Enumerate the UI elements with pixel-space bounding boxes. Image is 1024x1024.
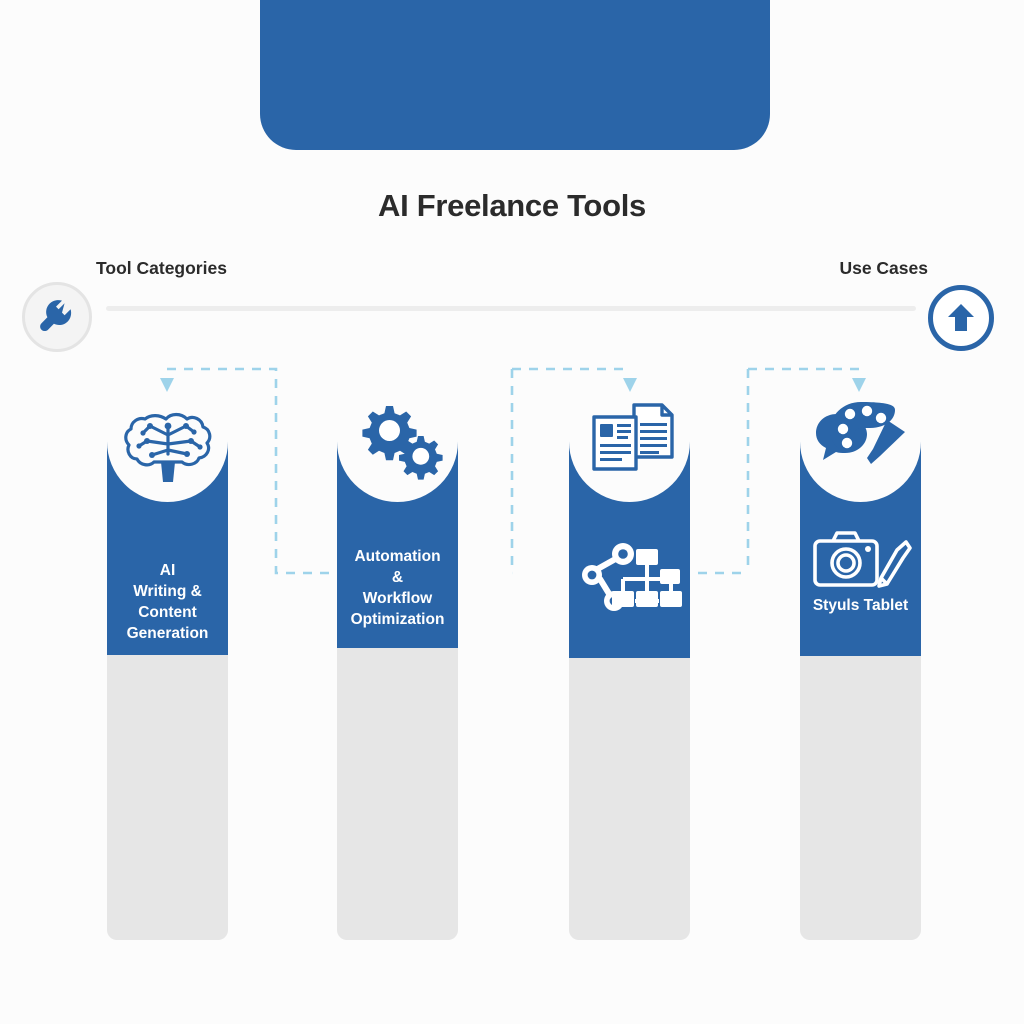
column-2-label: Automation & Workflow Optimization: [350, 548, 445, 628]
category-column-3[interactable]: [569, 403, 690, 940]
arrow-head-col1: [160, 378, 174, 392]
brain-network-icon: [107, 402, 228, 494]
arrow-head-col4: [852, 378, 866, 392]
robot-arm-network-icon: [569, 535, 690, 619]
gears-icon: [337, 398, 458, 490]
page-title: AI Freelance Tools: [378, 188, 646, 223]
documents-icon: [569, 393, 690, 487]
column-4-label: Styuls Tablet: [812, 597, 909, 614]
camera-pencil-icon: [800, 528, 921, 594]
arrow-up-circle-icon-badge: [928, 285, 994, 351]
wrench-icon: [40, 300, 72, 332]
header-divider: [106, 306, 916, 311]
arrow-up-icon: [948, 304, 974, 331]
category-column-2[interactable]: Automation & Workflow Optimization: [337, 406, 458, 940]
wrench-icon-badge: [22, 282, 92, 352]
arrow-head-col3: [623, 378, 637, 392]
top-banner: [260, 0, 770, 150]
palette-brush-icon: [800, 394, 921, 488]
section-label-tool-categories: Tool Categories: [96, 258, 227, 278]
column-1-label: AI Writing & Content Generation: [126, 562, 209, 642]
category-column-1[interactable]: AI Writing & Content Generation: [107, 412, 228, 940]
section-label-use-cases: Use Cases: [839, 258, 928, 278]
category-column-4[interactable]: Styuls Tablet: [800, 402, 921, 940]
